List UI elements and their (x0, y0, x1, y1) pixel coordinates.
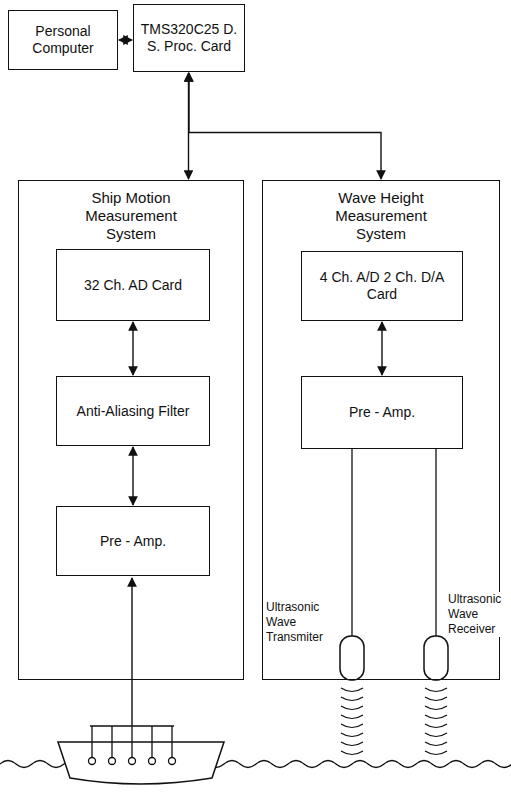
ultrasonic-wave (341, 715, 363, 719)
adc-card-box: 32 Ch. AD Card (56, 249, 210, 321)
preamp-box: Pre - Amp. (301, 376, 463, 449)
computer-box: Personal Computer (8, 10, 118, 70)
preamp-box: Pre - Amp. (56, 506, 210, 576)
transducer-wires (352, 449, 436, 636)
box-label: TMS320C25 D. S. Proc. Card (140, 21, 238, 55)
ultrasonic-wave (341, 733, 363, 737)
ultrasonic-wave (341, 742, 363, 746)
box-label: Anti-Aliasing Filter (77, 403, 190, 420)
ultrasonic-wave (341, 724, 363, 728)
box-label: Pre - Amp. (349, 404, 415, 421)
adc-dac-card-box: 4 Ch. A/D 2 Ch. D/A Card (301, 251, 463, 321)
connector (381, 322, 382, 375)
connector (132, 447, 133, 505)
ultrasonic-wave (425, 688, 447, 692)
ultrasonic-wave (425, 751, 447, 755)
motion-sensors (89, 726, 176, 765)
ultrasonic-receiver (424, 636, 448, 680)
box-label: Personal Computer (15, 23, 111, 57)
system-box: Ship Motion Measurement System 32 Ch. AD … (18, 180, 244, 680)
transducer-label: Ultrasonic Wave Transmiter (266, 600, 338, 645)
ship-hull (58, 742, 224, 784)
connector (189, 73, 381, 179)
box-label: 4 Ch. A/D 2 Ch. D/A Card (308, 269, 456, 303)
connector (119, 39, 132, 40)
ultrasonic-wave (425, 706, 447, 710)
ultrasonic-wave (341, 688, 363, 692)
connector (132, 322, 133, 375)
system-title: Wave Height Measurement System (323, 189, 439, 243)
ultrasonic-wave (341, 751, 363, 755)
dsp-card-box: TMS320C25 D. S. Proc. Card (133, 4, 245, 72)
ultrasonic-wave (425, 724, 447, 728)
ultrasonic-wave (425, 715, 447, 719)
box-label: 32 Ch. AD Card (84, 277, 182, 294)
transducer-label: Ultrasonic Wave Receiver (448, 592, 506, 637)
ultrasonic-wave (341, 706, 363, 710)
ultrasonic-wave (341, 697, 363, 701)
sensor-signal-arrow (131, 578, 132, 726)
ultrasonic-wave (425, 697, 447, 701)
filter-box: Anti-Aliasing Filter (56, 376, 210, 446)
ultrasonic-wave (425, 742, 447, 746)
system-title: Ship Motion Measurement System (73, 189, 189, 243)
box-label: Pre - Amp. (100, 533, 166, 550)
ultrasonic-wave (425, 733, 447, 737)
ultrasonic-transmitter (340, 636, 364, 680)
